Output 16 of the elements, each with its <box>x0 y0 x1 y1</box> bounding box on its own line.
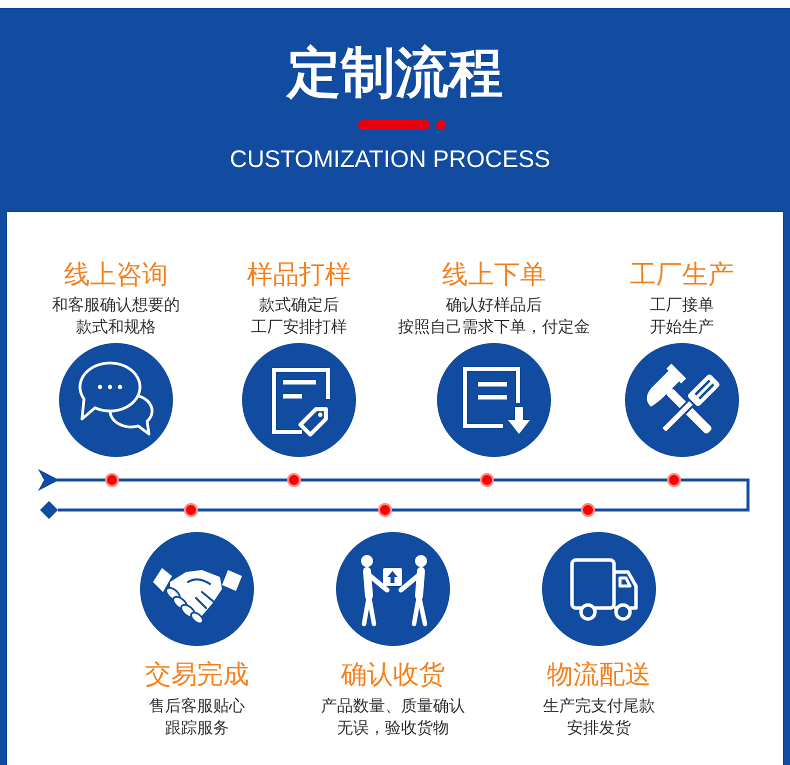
step-title: 物流配送 <box>547 659 651 692</box>
step-description: 和客服确认想要的款式和规格 <box>52 294 180 338</box>
step-title: 样品打样 <box>247 259 351 292</box>
step-description: 确认好样品后按照自己需求下单，付定金 <box>398 294 590 338</box>
step-title: 线上下单 <box>442 259 546 292</box>
step-description: 生产完支付尾款安排发货 <box>543 695 655 739</box>
subtitle: CUSTOMIZATION PROCESS <box>230 146 550 174</box>
title: 定制流程 <box>287 45 503 101</box>
step-title: 交易完成 <box>145 659 249 692</box>
step-title: 工厂生产 <box>630 259 734 292</box>
step-description: 售后客服贴心跟踪服务 <box>149 695 245 739</box>
step-description: 产品数量、质量确认无误，验收货物 <box>321 695 465 739</box>
step-description: 款式确定后工厂安排打样 <box>251 294 347 338</box>
step-description: 工厂接单开始生产 <box>650 294 714 338</box>
step-title: 确认收货 <box>341 659 445 692</box>
step-title: 线上咨询 <box>64 259 168 292</box>
